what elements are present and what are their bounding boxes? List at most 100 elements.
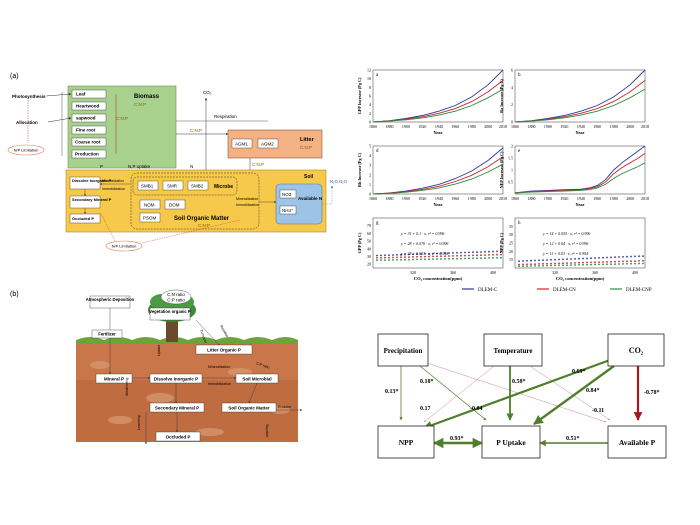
coef-co2-puptake: 0.84* <box>586 388 600 394</box>
chart-g-point <box>412 253 414 256</box>
chart-h-point <box>614 256 616 259</box>
coef-precip-puptake: 0.18* <box>420 379 434 385</box>
chart-h-point <box>626 262 628 265</box>
chart-g-point <box>404 253 406 256</box>
chart-a-xtick-6: 1980 <box>468 124 476 129</box>
occluded-p-box-b <box>155 431 201 442</box>
chart-h-point <box>566 264 568 267</box>
biomass-title: Biomass <box>134 94 160 100</box>
immobilization-right: Immobilization <box>236 203 259 207</box>
chart-h-point <box>538 264 540 267</box>
smb1-box <box>137 180 159 191</box>
dom-box <box>164 199 186 210</box>
chart-d-letter: d <box>376 149 379 154</box>
chart-g-point <box>432 252 434 255</box>
chart-a-xtick-1: 1880 <box>385 124 393 129</box>
chart-a-ytick-0: 0 <box>369 120 371 125</box>
chart-b-xtick-3: 1920 <box>560 124 568 129</box>
chart-g-ylabel: GPP (Pg C) <box>357 232 362 253</box>
chart-h-point <box>598 257 600 259</box>
legend-label-cn: DLEM-CN <box>553 288 576 293</box>
chart-a-ylabel: GPP Increase (Pg C) <box>357 77 362 114</box>
chart-g-point <box>464 251 466 254</box>
biomass-inner-cnp: C:N:P <box>116 116 128 121</box>
smb2-label: SMB2 <box>191 184 204 189</box>
chart-g-point <box>384 259 386 261</box>
path-diagram: Precipitation Temperature CO₂ NPP P Upta… <box>377 333 667 459</box>
chart-legend: DLEM-C DLEM-CN DLEM-CNP <box>462 288 652 293</box>
chart-h-point <box>610 256 612 259</box>
chart-e-xtick-6: 1980 <box>610 196 618 201</box>
chart-e-ytick-3: 2 <box>511 144 513 149</box>
pool-sapwood-label: sapwood <box>76 116 96 121</box>
vegetation-p-box <box>149 307 191 321</box>
chart-a-line-dlem-cnp <box>372 88 504 123</box>
chart-d-ytick-1: 1 <box>369 182 371 187</box>
chart-h-ytick-0: 15 <box>509 257 513 262</box>
chart-h-frame <box>514 217 646 269</box>
chart-b-xtick-6: 1980 <box>610 124 618 129</box>
chart-g-point <box>484 257 486 259</box>
mineralization-left: Mineralization <box>102 179 124 183</box>
chart-h-point <box>586 261 588 264</box>
chart-h-series-dlem-cn <box>518 259 644 266</box>
chart-h-point <box>522 260 524 262</box>
coef-co2-avp: -0.78* <box>644 390 660 396</box>
chart-d-xtick-2: 1900 <box>402 196 410 201</box>
chart-h-point <box>550 258 552 261</box>
chart-h-point <box>542 259 544 262</box>
respiration-label: Respiration <box>214 114 237 119</box>
soil-title: Soil <box>304 174 314 180</box>
chart-e-xlabel: Year <box>575 202 584 207</box>
chart-h-point <box>598 261 600 263</box>
chart-h-point <box>526 265 528 267</box>
chart-g-point <box>380 254 382 257</box>
chart-h-point <box>602 263 604 266</box>
chart-g-xlabel: CO₂ concentration(ppm) <box>414 276 463 281</box>
chart-h-point <box>638 260 640 262</box>
chart-g-point <box>408 253 410 256</box>
chart-d-xtick-3: 1920 <box>418 196 426 201</box>
chart-g-point <box>500 256 502 259</box>
pool-heartwood <box>71 101 107 111</box>
chart-g-point <box>400 258 402 261</box>
biomass-pools: Leaf Heartwood sapwood Fine root Coarse … <box>71 89 107 159</box>
chart-g-point <box>488 250 490 253</box>
chart-h-point <box>562 258 564 261</box>
path-co2-puptake <box>533 365 615 425</box>
chart-g-point <box>448 255 450 257</box>
mineral-p-box <box>95 373 133 384</box>
path-temp-npp <box>423 365 495 423</box>
np-dash-bottom <box>141 219 241 244</box>
chart-g-point <box>448 257 450 260</box>
np-uptake-label: N,P uptake <box>128 164 151 169</box>
chart-h-point <box>602 261 604 263</box>
litter-p-label: Litter Organic P <box>207 348 241 353</box>
turnover-arrow <box>195 319 221 347</box>
smb2-box <box>187 180 209 191</box>
chart-g-point <box>428 255 430 258</box>
chart-d-ytick-3: 3 <box>369 163 371 168</box>
chart-h-ylabel: NPP (Pg C) <box>499 232 504 253</box>
chart-g-letter: g <box>376 221 379 226</box>
som-cnp: C:N:P <box>198 223 210 228</box>
agm1-label: AGM1 <box>235 142 248 147</box>
chart-b-ytick-0: 0 <box>511 120 513 125</box>
chart-g-point <box>496 250 498 253</box>
chart-d-ytick-4: 4 <box>369 153 371 158</box>
mineralization-soil: Mineralization <box>208 365 230 369</box>
chart-g-point <box>468 257 470 260</box>
legend-label-cnp: DLEM-CNP <box>626 288 652 293</box>
chart-h-point <box>606 256 608 259</box>
cn-ratio-label: C:N ratio <box>167 292 185 297</box>
chart-h-point <box>582 263 584 266</box>
panel-label-b: (b) <box>10 291 19 298</box>
chart-h-point <box>634 255 636 258</box>
chart-h-point <box>602 256 604 259</box>
chart-g-point <box>376 257 378 259</box>
chart-g-point <box>448 252 450 255</box>
chart-g-point <box>392 256 394 259</box>
co2-label: CO₂ <box>203 90 212 95</box>
chart-g-point <box>420 253 422 255</box>
